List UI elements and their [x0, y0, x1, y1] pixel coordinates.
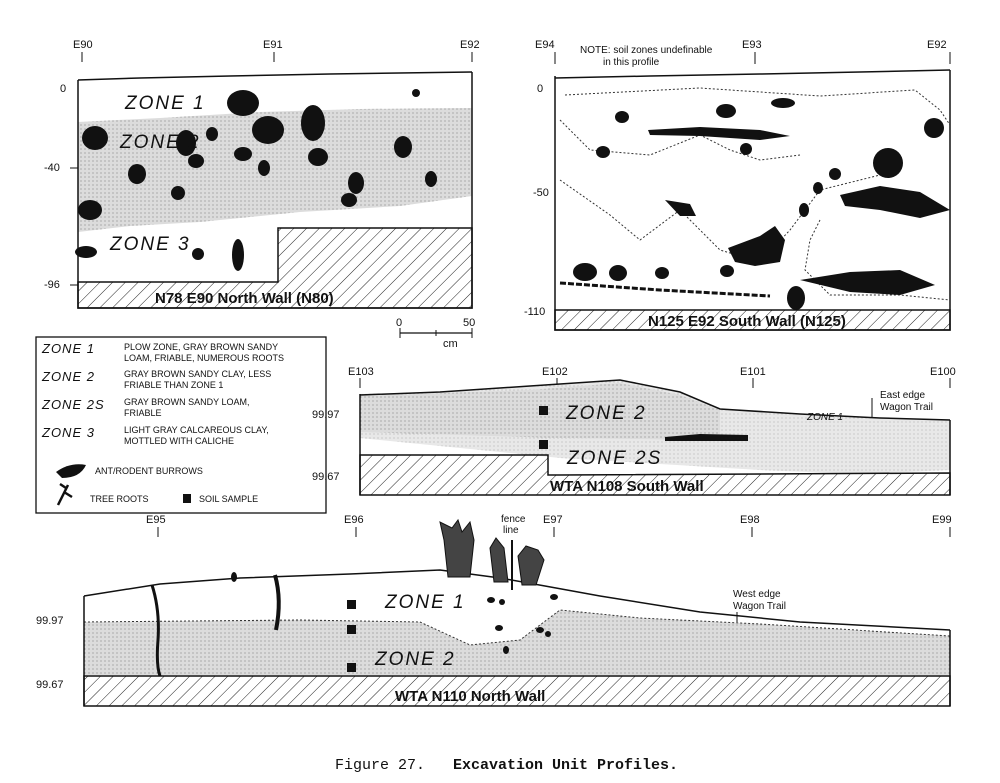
legend-zone1: ZONE 1	[41, 341, 95, 356]
legend-zone3-desc-2: MOTTLED WITH CALICHE	[124, 436, 234, 446]
fence-label-2: line	[503, 525, 519, 536]
legend-zone2s-desc-2: FRIABLE	[124, 408, 162, 418]
soil-sample-marker	[347, 600, 356, 609]
legend-zone2-desc-1: GRAY BROWN SANDY CLAY, LESS	[124, 369, 271, 379]
note-line-2: in this profile	[603, 57, 660, 68]
soil-sample-marker	[347, 625, 356, 634]
profile-n125: E94 E93 E92 NOTE: soil zones undefinable…	[524, 39, 951, 331]
sterile-hatch	[359, 454, 951, 496]
depth-40: -40	[44, 162, 60, 174]
wagon-trail-label: Wagon Trail	[880, 402, 933, 413]
profile-title: WTA N108 South Wall	[550, 478, 704, 495]
scale-unit: cm	[443, 338, 458, 350]
zone-1-label: ZONE 1	[384, 592, 466, 613]
tick-e97: E97	[543, 514, 563, 526]
soil-sample-icon	[183, 494, 191, 503]
zone-3-label: ZONE 3	[109, 234, 191, 255]
tick-e98: E98	[740, 514, 760, 526]
burrow-symbol-icon	[56, 464, 86, 478]
profile-n78: E90 E91 E92 0 -40 -96	[44, 39, 480, 309]
legend-zone1-desc-1: PLOW ZONE, GRAY BROWN SANDY	[124, 342, 278, 352]
east-edge-label: East edge	[880, 390, 925, 401]
tree-root-icon	[56, 482, 73, 506]
tree-stump-icon	[439, 518, 475, 578]
tick-e90: E90	[73, 39, 93, 51]
tick-e92: E92	[927, 39, 947, 51]
soil-sample-marker	[539, 440, 548, 449]
depth-0: 0	[537, 83, 543, 95]
legend-zone3: ZONE 3	[41, 425, 95, 440]
elev-9967: 99.67	[36, 679, 64, 691]
scale-end: 50	[463, 317, 475, 329]
tick-e96: E96	[344, 514, 364, 526]
profile-title: N78 E90 North Wall (N80)	[155, 290, 334, 307]
elev-9997: 99.97	[312, 409, 340, 421]
legend: ZONE 1 PLOW ZONE, GRAY BROWN SANDY LOAM,…	[35, 336, 327, 514]
figure-label: Figure 27.	[335, 757, 425, 774]
zone-2-label: ZONE 2	[119, 132, 201, 153]
legend-zone3-desc-1: LIGHT GRAY CALCAREOUS CLAY,	[124, 425, 269, 435]
wagon-trail-label: Wagon Trail	[733, 601, 786, 612]
soil-sample-marker	[347, 663, 356, 672]
profile-title: WTA N110 North Wall	[395, 688, 545, 705]
depth-50: -50	[533, 187, 549, 199]
legend-roots: TREE ROOTS	[90, 494, 149, 504]
depth-96: -96	[44, 279, 60, 291]
zone-2-label: ZONE 2	[565, 403, 647, 424]
elev-9967: 99.67	[312, 471, 340, 483]
legend-zone2: ZONE 2	[41, 369, 95, 384]
tree-root-icon	[273, 574, 281, 631]
zone-1-label: ZONE 1	[124, 93, 206, 114]
tick-e94: E94	[535, 39, 555, 51]
tick-e95: E95	[146, 514, 166, 526]
note-line-1: NOTE: soil zones undefinable	[580, 45, 713, 56]
tick-e103: E103	[348, 366, 374, 378]
tick-e93: E93	[742, 39, 762, 51]
tree-stump-icon	[517, 545, 545, 586]
burrows	[487, 594, 558, 654]
west-edge-label: West edge	[733, 589, 781, 600]
figure-title: Excavation Unit Profiles.	[453, 757, 678, 774]
profile-n110: E95 E96 E97 E98 E99 99.97 99.67 fence li…	[36, 514, 952, 707]
legend-burrows: ANT/RODENT BURROWS	[95, 466, 203, 476]
legend-zone2s-desc-1: GRAY BROWN SANDY LOAM,	[124, 397, 250, 407]
scale-start: 0	[396, 317, 402, 329]
tree-stump-icon	[489, 537, 509, 583]
depth-0: 0	[60, 83, 66, 95]
zone-1-label: ZONE 1	[806, 412, 843, 423]
depth-110: -110	[524, 306, 545, 318]
tick-e91: E91	[263, 39, 283, 51]
zone-2s-label: ZONE 2S	[566, 448, 662, 469]
legend-zone2s: ZONE 2S	[41, 397, 105, 412]
profile-title: N125 E92 South Wall (N125)	[648, 313, 846, 330]
tick-e92: E92	[460, 39, 480, 51]
tree-root-icon	[150, 584, 162, 677]
soil-sample-marker	[539, 406, 548, 415]
legend-zone1-desc-2: LOAM, FRIABLE, NUMEROUS ROOTS	[124, 353, 284, 363]
elev-9997: 99.97	[36, 615, 64, 627]
scale-bar: 0 50 cm	[396, 317, 475, 350]
profile-n108: E103 E102 E101 E100 99.97 99.67 ZONE 2 Z…	[312, 366, 956, 496]
tick-e102: E102	[542, 366, 568, 378]
burrows	[75, 89, 437, 271]
zone-2-label: ZONE 2	[374, 649, 456, 670]
legend-sample: SOIL SAMPLE	[199, 494, 258, 504]
legend-zone2-desc-2: FRIABLE THAN ZONE 1	[124, 380, 223, 390]
fence-label-1: fence	[501, 514, 526, 525]
tick-e101: E101	[740, 366, 766, 378]
burrows	[573, 98, 950, 310]
tick-e99: E99	[932, 514, 952, 526]
tick-e100: E100	[930, 366, 956, 378]
